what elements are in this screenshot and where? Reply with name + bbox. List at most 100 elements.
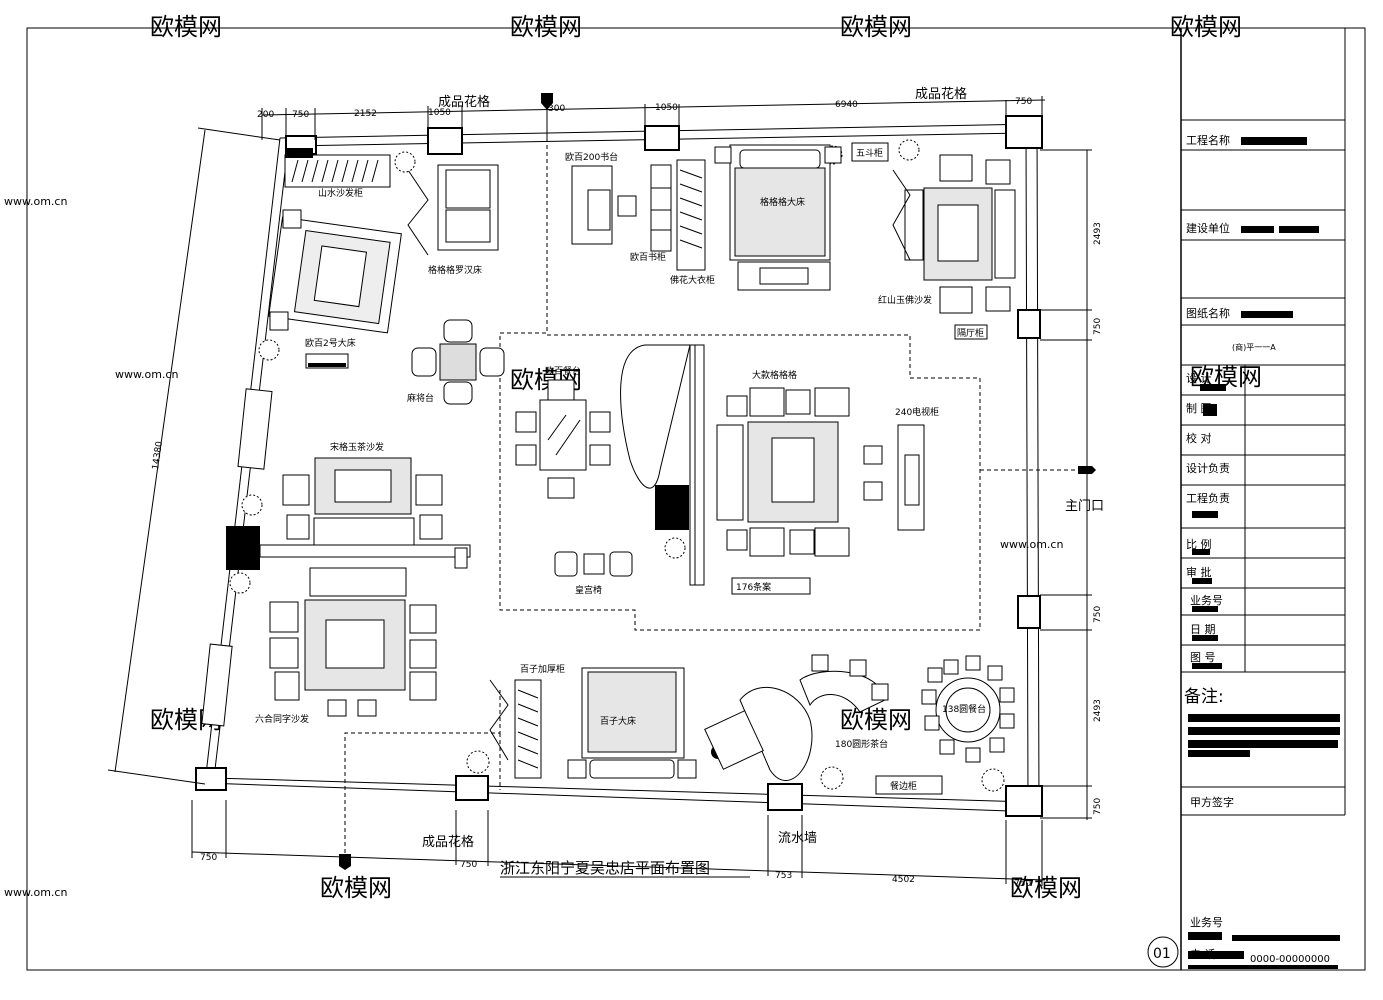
label-side-cabinet: 餐边柜 [890, 780, 917, 792]
dim-top-4: 300 [548, 104, 565, 114]
title-block-design: 设 计 [1186, 372, 1212, 385]
dim-right-2: 750 [1093, 606, 1103, 623]
title-block-client: 建设单位 [1186, 221, 1230, 235]
dim-right-3: 2493 [1093, 699, 1103, 722]
label-five-drawer: 五斗柜 [856, 147, 883, 159]
label-sofa-set-2: 六合同字沙发 [255, 713, 309, 725]
dim-bottom-3: 4502 [892, 875, 915, 885]
drawing-title: 浙江东阳宁夏吴忠店平面布置图 [500, 859, 710, 877]
label-big-set: 大款格格格 [752, 369, 797, 381]
top-left-sofa-cabinet: 山水沙发柜 [284, 148, 391, 199]
dim-top-7: 750 [1015, 97, 1032, 107]
dim-right-0: 2493 [1093, 222, 1103, 245]
hundred-cabinet-bed: 百子加厚柜 百子大床 [489, 663, 697, 779]
label-hundred-bed: 百子大床 [600, 715, 636, 727]
dim-top-5: 1050 [655, 103, 678, 113]
title-block-design-lead: 设计负责 [1186, 461, 1230, 475]
title-block-phone-value: 0000-00000000 [1250, 954, 1330, 965]
dim-top-6: 6940 [835, 100, 858, 110]
sheet-border [26, 27, 1366, 971]
round-table: 138圆餐台 餐边柜 [875, 655, 1015, 795]
dim-top-3: 1050 [428, 108, 451, 118]
watermark-brand: 欧模网 [840, 706, 912, 734]
label-tea-cabinet: 欧百书柜 [630, 251, 666, 263]
title-block-project-lead: 工程负责 [1186, 491, 1230, 505]
tea-table-area: 180圆形茶台 [704, 654, 889, 781]
left-wall-cabinet [237, 388, 273, 470]
title-block-drawing-no: 图 号 [1190, 651, 1216, 664]
label-bed-200: 欧百200书台 [565, 151, 618, 163]
bed-2: 欧百2号大床 [268, 209, 402, 369]
drawing-number-circle [1147, 936, 1179, 968]
flower-grid-top-left: 成品花格 [438, 94, 490, 110]
label-tv-cabinet: 240电视柜 [895, 406, 939, 418]
mahjong-table: 麻将台 [407, 319, 505, 405]
label-bed-2: 欧百2号大床 [305, 337, 356, 349]
dimension-right: 2493 750 750 2493 750 主门口 [1040, 149, 1104, 820]
title-block-sheet-code: (商)平一一A [1232, 342, 1276, 352]
dimension-left: 14380 [107, 127, 281, 785]
label-flower-cabinet: 佛花大衣柜 [670, 274, 715, 286]
dim-left: 14380 [151, 440, 165, 470]
label-round-table: 138圆餐台 [942, 703, 986, 715]
curved-screen [620, 344, 705, 586]
flower-grid-bottom: 成品花格 [422, 834, 474, 850]
guest-chairs: 皇宫椅 [554, 551, 633, 596]
label-top-left-sofa: 山水沙发柜 [318, 187, 363, 199]
title-block-party-a-sign: 甲方签字 [1190, 795, 1234, 809]
water-wall-label: 流水墙 [778, 831, 817, 846]
dimension-bottom: 750 750 753 4502 750 成品花格 流水墙 [191, 800, 1046, 889]
dim-top-2: 2152 [354, 109, 377, 119]
label-hundred-cabinet: 百子加厚柜 [520, 663, 565, 675]
title-block-approve: 审 批 [1186, 565, 1212, 579]
dim-right-1: 750 [1093, 318, 1103, 335]
label-rococo-chair: 格格格罗汉床 [428, 264, 482, 276]
label-hall-cabinet: 隔厅柜 [957, 327, 984, 339]
rose-sofa: 红山玉佛沙发 隔厅柜 [878, 154, 1016, 340]
label-guest-chair: 皇宫椅 [575, 584, 602, 596]
label-rose-sofa: 红山玉佛沙发 [878, 294, 932, 306]
title-block-drawing-name: 图纸名称 [1186, 306, 1230, 320]
left-wall-cabinet-lower [201, 643, 233, 727]
label-long-table: 176条案 [736, 581, 771, 593]
title-block-project-name: 工程名称 [1186, 133, 1230, 147]
label-tea-table: 180圆形茶台 [835, 738, 888, 750]
dim-bottom-4: 750 [1014, 879, 1031, 889]
title-block: 工程名称 建设单位 图纸名称 (商)平一一A 设 计 制 图 校 对 设计负责 … [1180, 28, 1346, 970]
watermark-brand: 欧模网 [320, 874, 392, 902]
title-block-scale: 比 例 [1186, 537, 1212, 551]
watermark-url: www.om.cn [1000, 538, 1063, 551]
watermark-brand: 欧模网 [510, 13, 582, 41]
dim-bottom-2: 753 [775, 871, 792, 881]
big-sofa-set: 大款格格格 240电视柜 176条案 [716, 369, 939, 595]
title-block-job-no-2: 业务号 [1190, 916, 1223, 929]
big-bed-top: 格格格大床 五斗柜 [714, 142, 889, 291]
label-mahjong: 麻将台 [407, 392, 434, 404]
dim-top-1: 750 [292, 110, 309, 120]
title-block-date: 日 期 [1190, 623, 1216, 636]
dim-right-4: 750 [1093, 798, 1103, 815]
title-block-check: 校 对 [1186, 431, 1212, 445]
label-big-bed: 格格格大床 [760, 196, 805, 208]
zone-dashed-lines [344, 138, 1078, 860]
drawing-number: 01 [1153, 946, 1171, 962]
dimension-top: 200 750 2152 1050 300 1050 6940 750 成品花格… [257, 86, 1046, 140]
rococo-chair: 格格格罗汉床 [407, 164, 499, 276]
top-middle-furniture: 欧百200书台 欧百书柜 佛花大衣柜 [565, 151, 715, 286]
label-sofa-set-1: 宋格玉茶沙发 [330, 441, 384, 453]
dim-bottom-0: 750 [200, 853, 217, 863]
label-dining: 欧百餐台 [545, 365, 581, 377]
watermark-url: www.om.cn [115, 368, 178, 381]
title-block-remarks: 备注: [1184, 687, 1224, 707]
flower-grid-top-right: 成品花格 [915, 86, 967, 102]
main-door-label: 主门口 [1065, 499, 1104, 514]
sofa-set-1: 宋格玉茶沙发 [259, 441, 471, 569]
sofa-set-2: 六合同字沙发 [255, 567, 437, 725]
watermark-brand: 欧模网 [1010, 874, 1082, 902]
dining-table: 欧百餐台 [515, 365, 611, 499]
watermark-url: www.om.cn [4, 886, 67, 899]
title-block-job-no: 业务号 [1190, 594, 1223, 607]
watermark-url: www.om.cn [4, 195, 67, 208]
watermark-brand: 欧模网 [1170, 13, 1242, 41]
